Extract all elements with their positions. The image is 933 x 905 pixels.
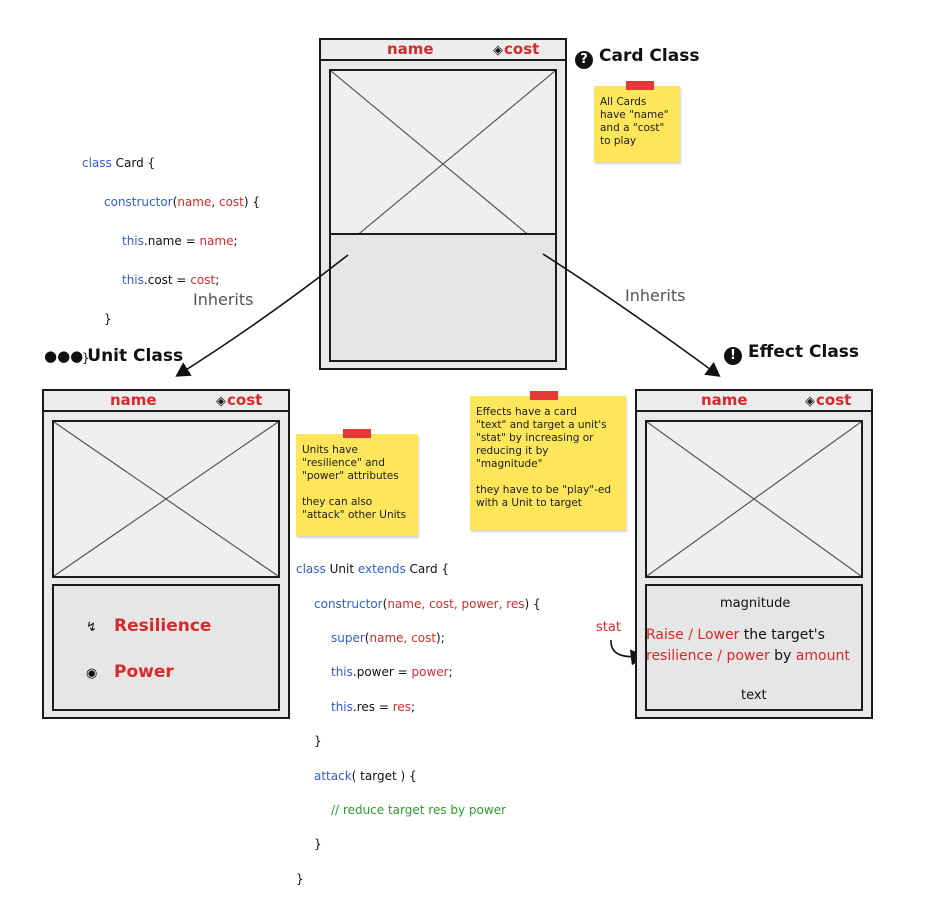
card-class-title: ?Card Class (575, 46, 699, 69)
gem-icon: ◈ (493, 43, 503, 58)
users-icon: ●●● (44, 347, 84, 365)
card-cost-text: cost (816, 391, 852, 409)
card-header: name ◈cost (44, 391, 288, 412)
effect-line-1: Raise / Lower the target's (646, 627, 825, 643)
arrow-to-unit (175, 254, 349, 377)
tape (343, 429, 371, 438)
card-name-label: name (701, 391, 748, 409)
card-class-note: All Cards have "name" and a "cost" to pl… (594, 81, 680, 162)
card-cost-label: ◈cost (805, 391, 851, 410)
code-line: super(name, cost); (331, 631, 445, 646)
unit-class-code: class Unit extends Card { constructor(na… (296, 544, 541, 905)
unit-class-title: ●●●Unit Class (44, 346, 184, 366)
unit-class-note: Units have "resilience" and "power" attr… (296, 429, 418, 536)
stat-label: stat (596, 620, 621, 635)
card-image-placeholder (645, 420, 863, 578)
code-line: class Unit extends Card { (296, 562, 450, 577)
code-line: this.res = res; (331, 699, 416, 714)
card-header: name ◈cost (637, 391, 871, 412)
question-icon: ? (575, 51, 593, 69)
card-image-placeholder (52, 420, 280, 578)
inherits-label-right: Inherits (625, 286, 686, 305)
code-line: } (296, 871, 304, 886)
code-line: } (314, 734, 322, 749)
gem-icon: ◈ (805, 394, 815, 409)
unit-class-card: name ◈cost ↯ Resilience ◉ Power (42, 389, 290, 719)
code-line: class Card { (82, 155, 156, 170)
arrow-to-effect (542, 253, 721, 377)
card-cost-text: cost (504, 40, 540, 58)
code-line: } (104, 311, 112, 326)
effect-class-note: Effects have a card "text" and target a … (470, 391, 626, 530)
card-cost-label: ◈cost (216, 391, 262, 410)
exclamation-icon: ! (724, 347, 742, 365)
code-line: } (82, 350, 90, 365)
card-text-box (329, 233, 557, 362)
code-line: attack( target ) { (314, 768, 417, 783)
resilience-label: Resilience (114, 616, 212, 636)
code-line: this.name = name; (122, 233, 238, 248)
code-line: this.power = power; (331, 665, 453, 680)
text-label: text (741, 688, 767, 703)
code-line: // reduce target res by power (331, 803, 507, 818)
card-class-card: name ◈cost (319, 38, 567, 370)
card-header: name ◈cost (321, 40, 565, 61)
shield-icon: ◉ (86, 666, 98, 681)
card-class-code: class Card { constructor(name, cost) { t… (82, 134, 260, 388)
code-line: constructor(name, cost) { (104, 194, 261, 209)
effect-class-title: !Effect Class (724, 342, 859, 365)
magnitude-label: magnitude (720, 596, 791, 611)
tape (626, 81, 654, 90)
card-text-box (645, 584, 863, 711)
card-name-label: name (387, 40, 434, 58)
effect-class-card: name ◈cost (635, 389, 873, 719)
code-line: constructor(name, cost, power, res) { (314, 596, 541, 611)
card-name-label: name (110, 391, 157, 409)
card-cost-text: cost (227, 391, 263, 409)
code-line: this.cost = cost; (122, 272, 220, 287)
lightning-icon: ↯ (86, 620, 97, 635)
effect-line-2: resilience / power by amount (646, 648, 850, 664)
power-label: Power (114, 662, 174, 682)
card-cost-label: ◈cost (493, 40, 539, 59)
card-text-box: ↯ Resilience ◉ Power (52, 584, 280, 711)
inherits-label-left: Inherits (193, 290, 254, 309)
code-line: } (314, 837, 322, 852)
tape (530, 391, 558, 400)
gem-icon: ◈ (216, 394, 226, 409)
